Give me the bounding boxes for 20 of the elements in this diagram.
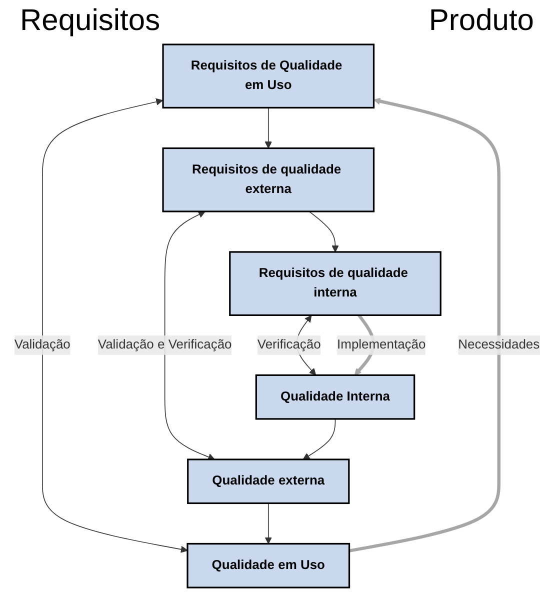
edge-label: Necessidades bbox=[458, 338, 540, 352]
edge-label: Implementação bbox=[337, 338, 426, 352]
arrow bbox=[264, 502, 272, 544]
arrow bbox=[348, 98, 500, 552]
edge-label: Verificação bbox=[257, 338, 321, 352]
column-heading: Requisitos bbox=[20, 4, 160, 38]
arrow bbox=[42, 98, 188, 553]
arrow bbox=[308, 211, 339, 252]
edge-label: Validação e Verificação bbox=[98, 338, 232, 352]
node-box: Requisitos de qualidade interna bbox=[229, 251, 442, 316]
column-heading: Produto bbox=[428, 4, 534, 38]
edge-label: Validação bbox=[14, 338, 70, 352]
node-box: Requisitos de qualidade externa bbox=[162, 147, 375, 212]
node-box: Requisitos de Qualidade em Uso bbox=[162, 44, 375, 109]
node-box: Qualidade em Uso bbox=[186, 542, 350, 588]
node-box: Qualidade Interna bbox=[255, 374, 416, 420]
node-box: Qualidade externa bbox=[187, 458, 350, 504]
arrow bbox=[302, 418, 336, 460]
arrow bbox=[264, 107, 272, 149]
arrow bbox=[164, 211, 215, 460]
